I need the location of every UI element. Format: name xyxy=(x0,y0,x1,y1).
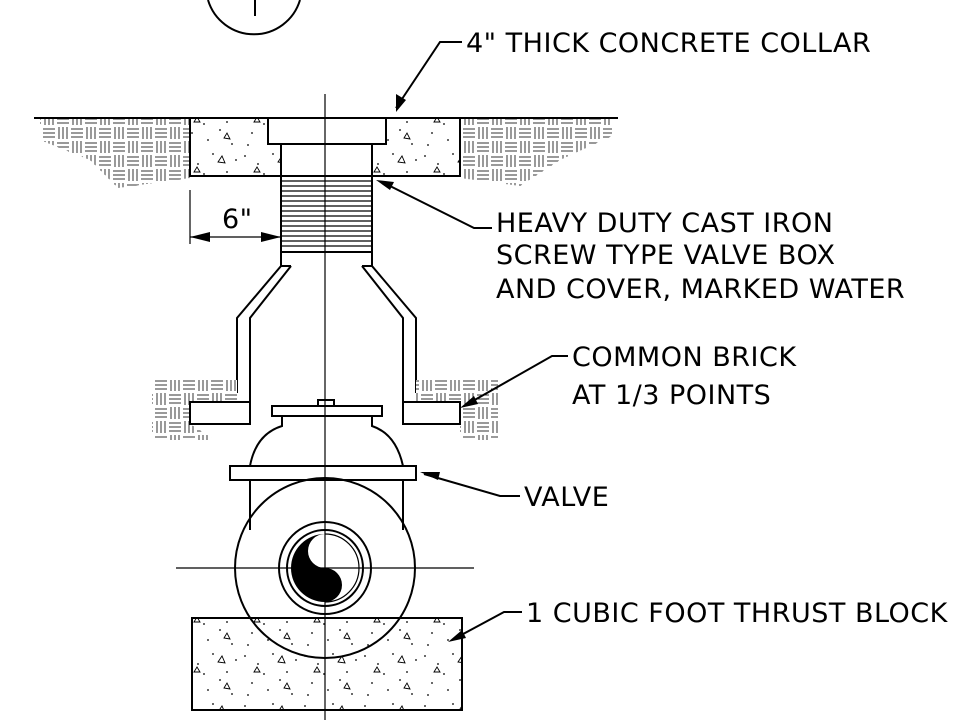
dimension-6in xyxy=(189,190,281,244)
valve-box xyxy=(205,117,448,402)
valve-label: VALVE xyxy=(524,482,609,513)
thrust-block-label: 1 CUBIC FOOT THRUST BLOCK xyxy=(526,598,949,629)
common-brick xyxy=(152,380,498,440)
brick-label-line2: AT 1/3 POINTS xyxy=(572,380,771,411)
top-circle-fragment xyxy=(207,0,301,36)
thrust-block xyxy=(191,617,463,711)
valve-box-label-line3: AND COVER, MARKED WATER xyxy=(496,274,905,305)
valve-box-label-line2: SCREW TYPE VALVE BOX xyxy=(496,240,835,271)
valve-box-label-line1: HEAVY DUTY CAST IRON xyxy=(496,208,833,239)
soil-hatch-top xyxy=(34,117,618,188)
valve-bonnet xyxy=(229,399,417,530)
collar-label: 4" THICK CONCRETE COLLAR xyxy=(466,28,871,59)
brick-label-line1: COMMON BRICK xyxy=(572,342,797,373)
dimension-label: 6" xyxy=(222,204,253,235)
leader-lines xyxy=(376,41,568,642)
